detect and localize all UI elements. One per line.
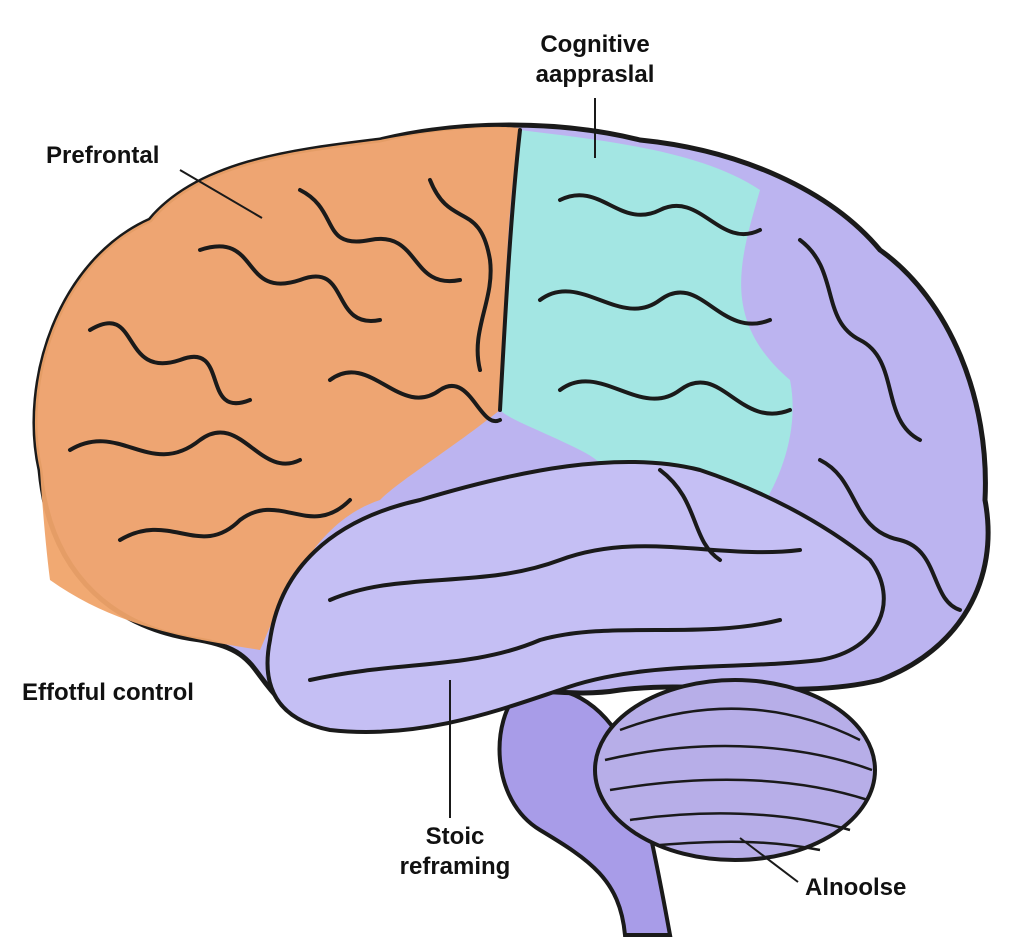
label-prefrontal: Prefrontal: [46, 142, 160, 169]
label-stoic-line2: reframing: [399, 853, 511, 880]
cerebellum: [593, 678, 877, 862]
label-effortful-control: Effotful control: [22, 679, 194, 706]
label-stoic-line1: Stoic: [425, 823, 485, 850]
cognitive-appraisal-region: [500, 130, 793, 555]
label-cognitive-line1: Cognitive: [540, 31, 650, 58]
gyri-folds: [68, 128, 962, 682]
label-cognitive-line2: aappraslal: [535, 61, 655, 88]
leader-line-prefrontal: [179, 169, 263, 219]
label-cognitive-appraisal: Cognitive aappraslal: [505, 30, 685, 90]
leader-lines: [179, 98, 799, 883]
label-cerebellum: Alnoolse: [805, 874, 907, 901]
leader-line-cerebellum: [739, 837, 799, 883]
label-stoic-reframing: Stoic reframing: [380, 822, 530, 882]
prefrontal-region: [34, 126, 521, 650]
